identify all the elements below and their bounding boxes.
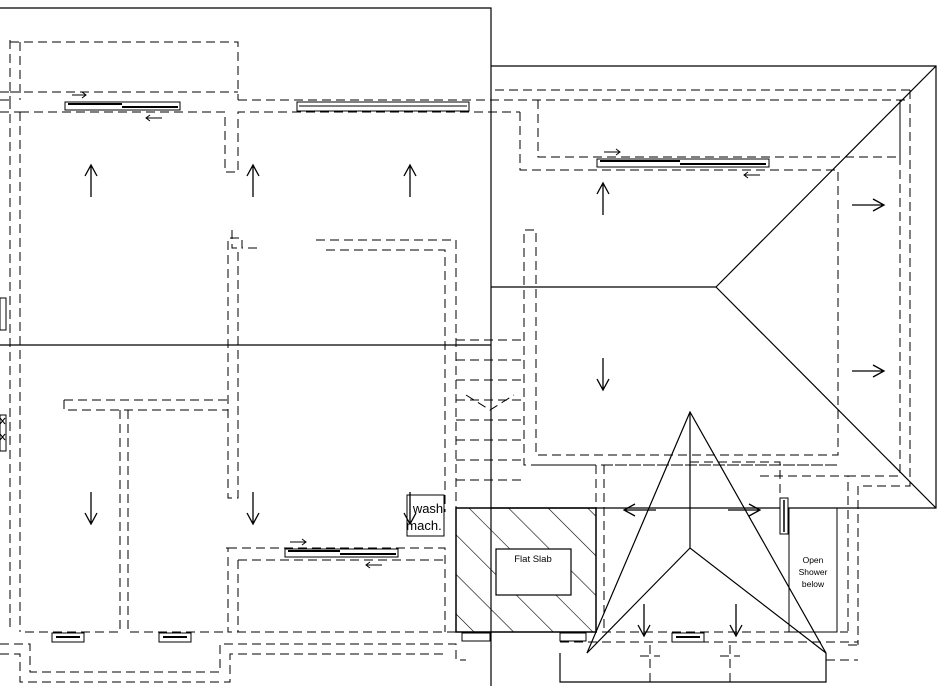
wash-label-line1: wash: [412, 501, 443, 516]
arrow-right-icon: [852, 198, 886, 212]
arrow-left-icon: [622, 503, 656, 517]
arrow-up-icon: [84, 163, 98, 197]
arrow-right-icon: [728, 503, 762, 517]
arrow-down-icon: [729, 604, 743, 638]
arrow-down-icon: [246, 492, 260, 526]
arrow-down-icon: [403, 492, 417, 526]
gable-roof-bottom: [559, 410, 827, 683]
arrow-down-icon: [84, 492, 98, 526]
window-bottom-4: [559, 632, 587, 642]
arrow-down-icon: [596, 358, 610, 392]
flat-slab-label: Flat Slab: [514, 554, 552, 565]
window-top-right: [596, 148, 770, 179]
arrow-down-icon: [637, 604, 651, 638]
window-left-edge-2: [0, 414, 7, 452]
arrow-up-icon: [403, 163, 417, 197]
slope-arrows: [84, 163, 886, 638]
window-bottom-3: [461, 632, 491, 642]
wash-label-line2: mach.: [406, 518, 441, 533]
window-bottom-middle: [284, 538, 399, 569]
window-top-left: [64, 91, 181, 122]
shower-label-line3: below: [802, 579, 825, 589]
arrow-up-icon: [596, 181, 610, 215]
window-left-edge-1: [0, 297, 7, 331]
dashed-walls-below: [0, 40, 911, 686]
windows: [0, 91, 770, 643]
arrow-up-icon: [246, 163, 260, 197]
shower-label-line1: Open: [803, 555, 824, 565]
flat-slab: Flat Slab: [455, 507, 597, 633]
shower-label-line2: Shower: [799, 567, 828, 577]
washing-machine: wash mach.: [406, 494, 445, 537]
hip-roof-right: [491, 65, 937, 509]
window-top-middle: [296, 101, 470, 112]
open-shower: Open Shower below: [779, 497, 838, 633]
arrow-right-icon: [852, 364, 886, 378]
